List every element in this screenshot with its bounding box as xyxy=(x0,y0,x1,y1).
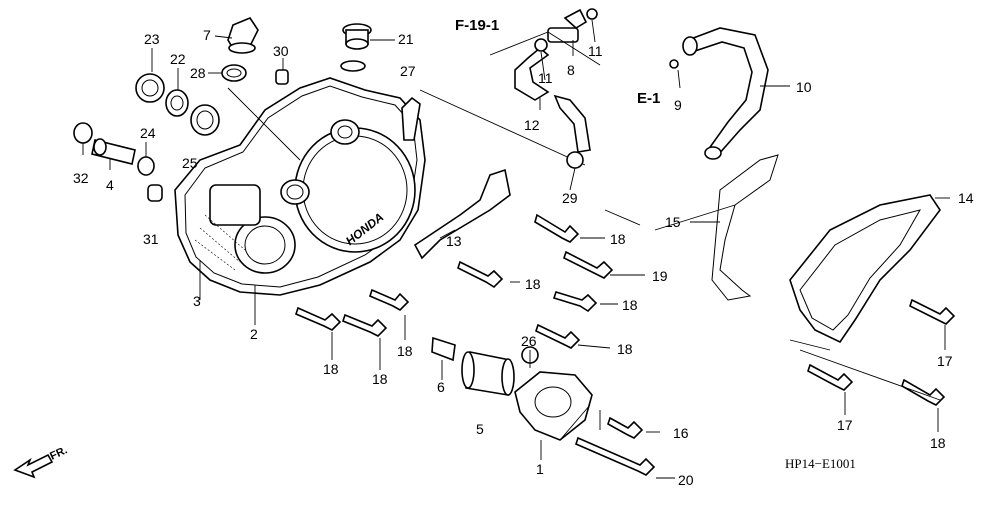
left-crankcase-cover: HONDA xyxy=(174,77,426,296)
callout-10: 10 xyxy=(796,79,812,95)
small-parts-left xyxy=(73,17,586,202)
callout-14: 14 xyxy=(958,190,974,206)
direction-label: FR. xyxy=(48,444,69,462)
callout-6: 6 xyxy=(437,379,445,395)
reference-f-19-1: F-19-1 xyxy=(455,17,499,34)
callout-30: 30 xyxy=(273,43,289,59)
callout-18-a: 18 xyxy=(610,231,626,247)
callout-11-a: 11 xyxy=(538,70,553,86)
callout-7: 7 xyxy=(203,27,211,43)
callout-labels: 23 22 7 28 30 21 27 24 32 4 25 31 3 2 11… xyxy=(73,27,974,488)
callout-28: 28 xyxy=(190,65,206,81)
front-direction-arrow: FR. xyxy=(13,444,69,479)
leader-lines xyxy=(82,19,950,479)
callout-25: 25 xyxy=(182,155,198,171)
callout-1: 1 xyxy=(536,461,544,477)
callout-18-d: 18 xyxy=(617,341,633,357)
callout-5: 5 xyxy=(476,421,484,437)
bolts xyxy=(295,213,956,476)
callout-3: 3 xyxy=(193,293,201,309)
callout-9: 9 xyxy=(674,97,682,113)
callout-15: 15 xyxy=(665,214,681,230)
callout-19: 19 xyxy=(652,268,668,284)
callout-29: 29 xyxy=(562,190,578,206)
hose-guard xyxy=(711,154,941,344)
callout-18-b: 18 xyxy=(525,276,541,292)
radiator-hose-10 xyxy=(669,27,769,160)
callout-27: 27 xyxy=(400,63,416,79)
callout-17-a: 17 xyxy=(937,353,953,369)
callout-31: 31 xyxy=(143,231,159,247)
callout-18-h: 18 xyxy=(930,435,946,451)
callout-18-e: 18 xyxy=(397,343,413,359)
callout-12: 12 xyxy=(524,117,540,133)
callout-26: 26 xyxy=(521,333,537,349)
callout-16: 16 xyxy=(673,425,689,441)
reference-labels: F-19-1 E-1 xyxy=(455,17,660,107)
callout-13: 13 xyxy=(446,233,462,249)
callout-22: 22 xyxy=(170,51,186,67)
callout-8: 8 xyxy=(567,62,575,78)
callout-18-g: 18 xyxy=(372,371,388,387)
reference-e-1: E-1 xyxy=(637,90,660,107)
callout-17-b: 17 xyxy=(837,417,853,433)
hose-assembly xyxy=(489,8,601,169)
callout-18-f: 18 xyxy=(323,361,339,377)
callout-21: 21 xyxy=(398,31,414,47)
bracket-13 xyxy=(413,168,511,260)
lower-parts xyxy=(431,336,601,441)
callout-24: 24 xyxy=(140,125,156,141)
callout-11-b: 11 xyxy=(588,43,603,59)
callout-20: 20 xyxy=(678,472,694,488)
callout-2: 2 xyxy=(250,326,258,342)
callout-32: 32 xyxy=(73,170,89,186)
callout-23: 23 xyxy=(144,31,160,47)
callout-4: 4 xyxy=(106,177,114,193)
callout-18-c: 18 xyxy=(622,297,638,313)
drawing-code: HP14−E1001 xyxy=(785,456,856,471)
